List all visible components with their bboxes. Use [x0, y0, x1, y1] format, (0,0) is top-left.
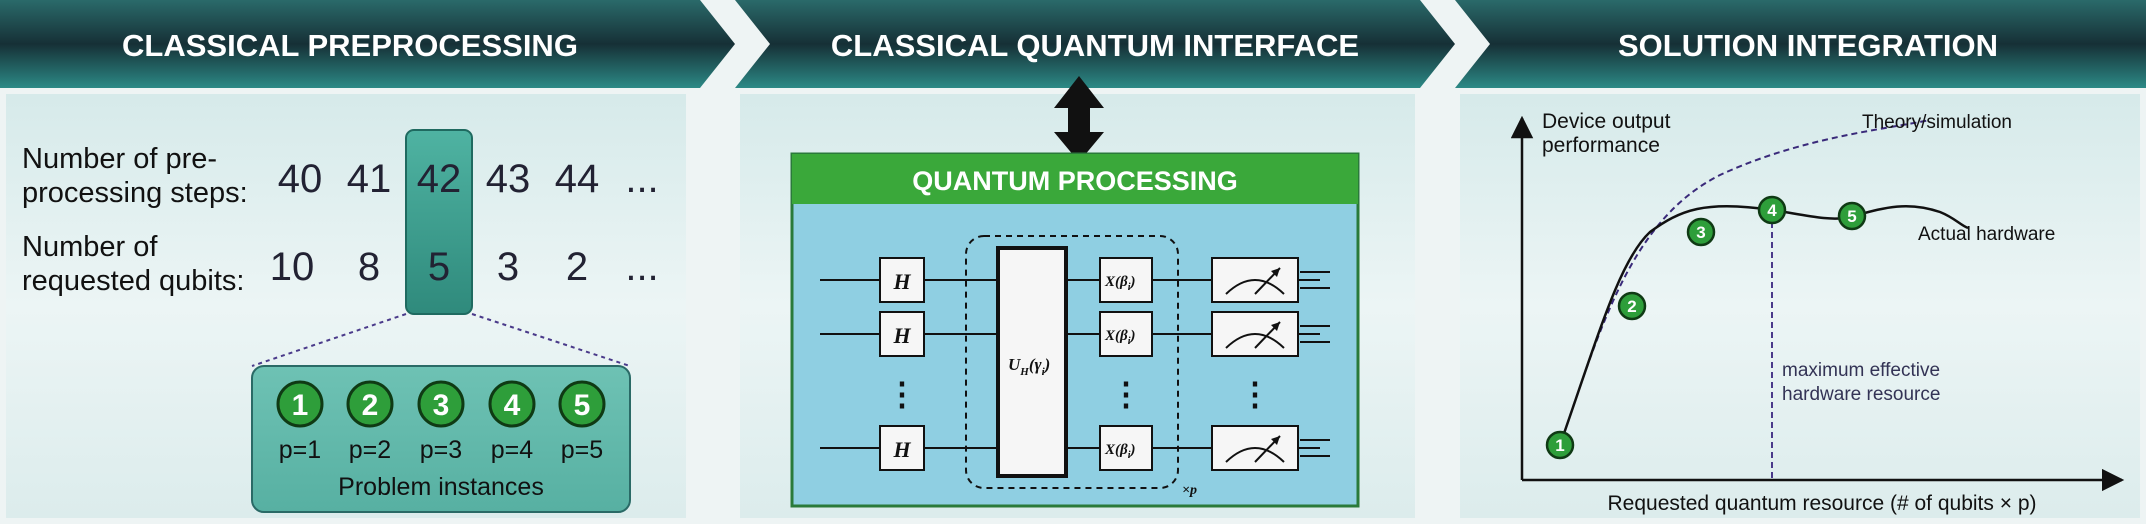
svg-text:X(βi): X(βi)	[1104, 274, 1135, 293]
plot-point-number: 1	[1555, 436, 1564, 455]
highlight-column	[405, 129, 473, 315]
plot-point-circle	[1545, 430, 1575, 460]
banner-left-title: CLASSICAL PREPROCESSING	[122, 28, 578, 63]
instance-p-label: p=3	[420, 436, 462, 464]
instance-circle	[417, 380, 465, 428]
interface-double-arrow	[1054, 76, 1104, 162]
mixer-gate: X(βi)	[1099, 425, 1153, 471]
instance-number: 4	[504, 389, 521, 422]
instance-number: 2	[362, 389, 379, 422]
plot-point: 5	[1837, 201, 1867, 231]
problem-instance: 3 p=3	[417, 380, 465, 464]
mixer-gate: X(βi)	[1099, 257, 1153, 303]
h-gate: H	[879, 311, 925, 357]
zoom-line-right	[471, 313, 631, 367]
x-axis-label: Requested quantum resource (# of qubits …	[1607, 492, 2036, 515]
plot-point-number: 4	[1767, 201, 1777, 220]
h-gate: H	[879, 425, 925, 471]
banner-right: SOLUTION INTEGRATION	[1455, 0, 2146, 88]
plot-point-number: 2	[1627, 297, 1636, 316]
problem-instances-box: 1 p=1 2 p=2 3 p=3 4 p=4 5 p=5 Problem instances	[251, 365, 631, 513]
theory-curve	[1559, 119, 1931, 446]
measurement-icon	[1211, 257, 1299, 303]
vdots: ⋮	[1239, 376, 1271, 412]
measurement-icon	[1211, 425, 1299, 471]
svg-text:H: H	[892, 269, 911, 294]
svg-text:H: H	[892, 437, 911, 462]
steps-ellipsis: ...	[625, 157, 658, 201]
instance-p-label: p=1	[279, 436, 321, 464]
h-gate: H	[879, 257, 925, 303]
instance-circle	[346, 380, 394, 428]
instance-number: 5	[574, 389, 591, 422]
qubits-ellipsis: ...	[625, 245, 658, 289]
banner-right-title: SOLUTION INTEGRATION	[1618, 28, 1998, 63]
plot-point-number: 5	[1847, 207, 1856, 226]
instance-number: 3	[433, 389, 450, 422]
steps-label-line2: processing steps:	[22, 177, 248, 209]
mixer-gate: X(βi)	[1099, 311, 1153, 357]
max-label-line1: maximum effective	[1782, 360, 1940, 381]
quantum-processing-block: QUANTUM PROCESSING H H H ⋮	[790, 152, 1360, 508]
vdots: ⋮	[1110, 376, 1142, 412]
steps-value: 44	[555, 157, 600, 201]
plot-point: 4	[1757, 195, 1787, 225]
plot-point-circle	[1686, 217, 1716, 247]
vdots: ⋮	[886, 376, 918, 412]
steps-label-line1: Number of pre-	[22, 143, 217, 175]
preprocessing-table: Number of pre- processing steps: Number …	[22, 129, 659, 315]
instance-p-label: p=2	[349, 436, 391, 464]
banner-left: CLASSICAL PREPROCESSING	[0, 0, 735, 88]
max-label-line2: hardware resource	[1782, 384, 1940, 405]
measurement-icon	[1211, 311, 1299, 357]
instance-number: 1	[292, 389, 309, 422]
instance-circle	[558, 380, 606, 428]
plot-point: 3	[1686, 217, 1716, 247]
qubits-value: 2	[566, 245, 588, 289]
plot-point-number: 3	[1696, 223, 1705, 242]
svg-text:H: H	[892, 323, 911, 348]
plot-point: 1	[1545, 430, 1575, 460]
quantum-header-title: QUANTUM PROCESSING	[912, 166, 1238, 196]
svg-text:X(βi): X(βi)	[1104, 442, 1135, 461]
instance-p-label: p=5	[561, 436, 603, 464]
qubits-value: 10	[270, 245, 315, 289]
qubits-label-line1: Number of	[22, 231, 158, 263]
steps-value: 40	[278, 157, 323, 201]
problem-instance: 1 p=1	[276, 380, 324, 464]
plot-point: 2	[1617, 291, 1647, 321]
problem-instance: 4 p=4	[488, 380, 536, 464]
qubits-value: 8	[358, 245, 380, 289]
problem-instance: 5 p=5	[558, 380, 606, 464]
qubits-label-line2: requested qubits:	[22, 265, 244, 297]
repeat-layer-box	[965, 235, 1179, 489]
qubits-value-selected: 5	[428, 245, 450, 289]
cost-unitary-gate: UH(γi)	[996, 246, 1068, 478]
instance-circle	[488, 380, 536, 428]
instance-circle	[276, 380, 324, 428]
hardware-label: Actual hardware	[1918, 224, 2055, 245]
repeat-label: ×p	[1182, 483, 1197, 498]
steps-value: 41	[347, 157, 392, 201]
performance-plot: Device output performance Requested quan…	[1510, 110, 2125, 515]
y-axis-label-line1: Device output	[1542, 110, 1671, 133]
svg-text:X(βi): X(βi)	[1104, 328, 1135, 347]
steps-value: 43	[486, 157, 531, 201]
plot-point-circle	[1837, 201, 1867, 231]
svg-text:UH(γi): UH(γi)	[1008, 355, 1050, 378]
steps-value-selected: 42	[417, 157, 462, 201]
banner-middle-title: CLASSICAL QUANTUM INTERFACE	[831, 28, 1359, 63]
plot-point-circle	[1617, 291, 1647, 321]
theory-label: Theory/simulation	[1862, 112, 2012, 133]
instance-p-label: p=4	[491, 436, 534, 464]
banner-middle: CLASSICAL QUANTUM INTERFACE	[735, 0, 1455, 88]
qubits-value: 3	[497, 245, 519, 289]
quantum-header	[792, 154, 1358, 204]
problem-instance: 2 p=2	[346, 380, 394, 464]
instances-caption: Problem instances	[338, 473, 544, 501]
zoom-line-left	[251, 313, 407, 367]
plot-point-circle	[1757, 195, 1787, 225]
y-axis-label-line2: performance	[1542, 134, 1660, 157]
